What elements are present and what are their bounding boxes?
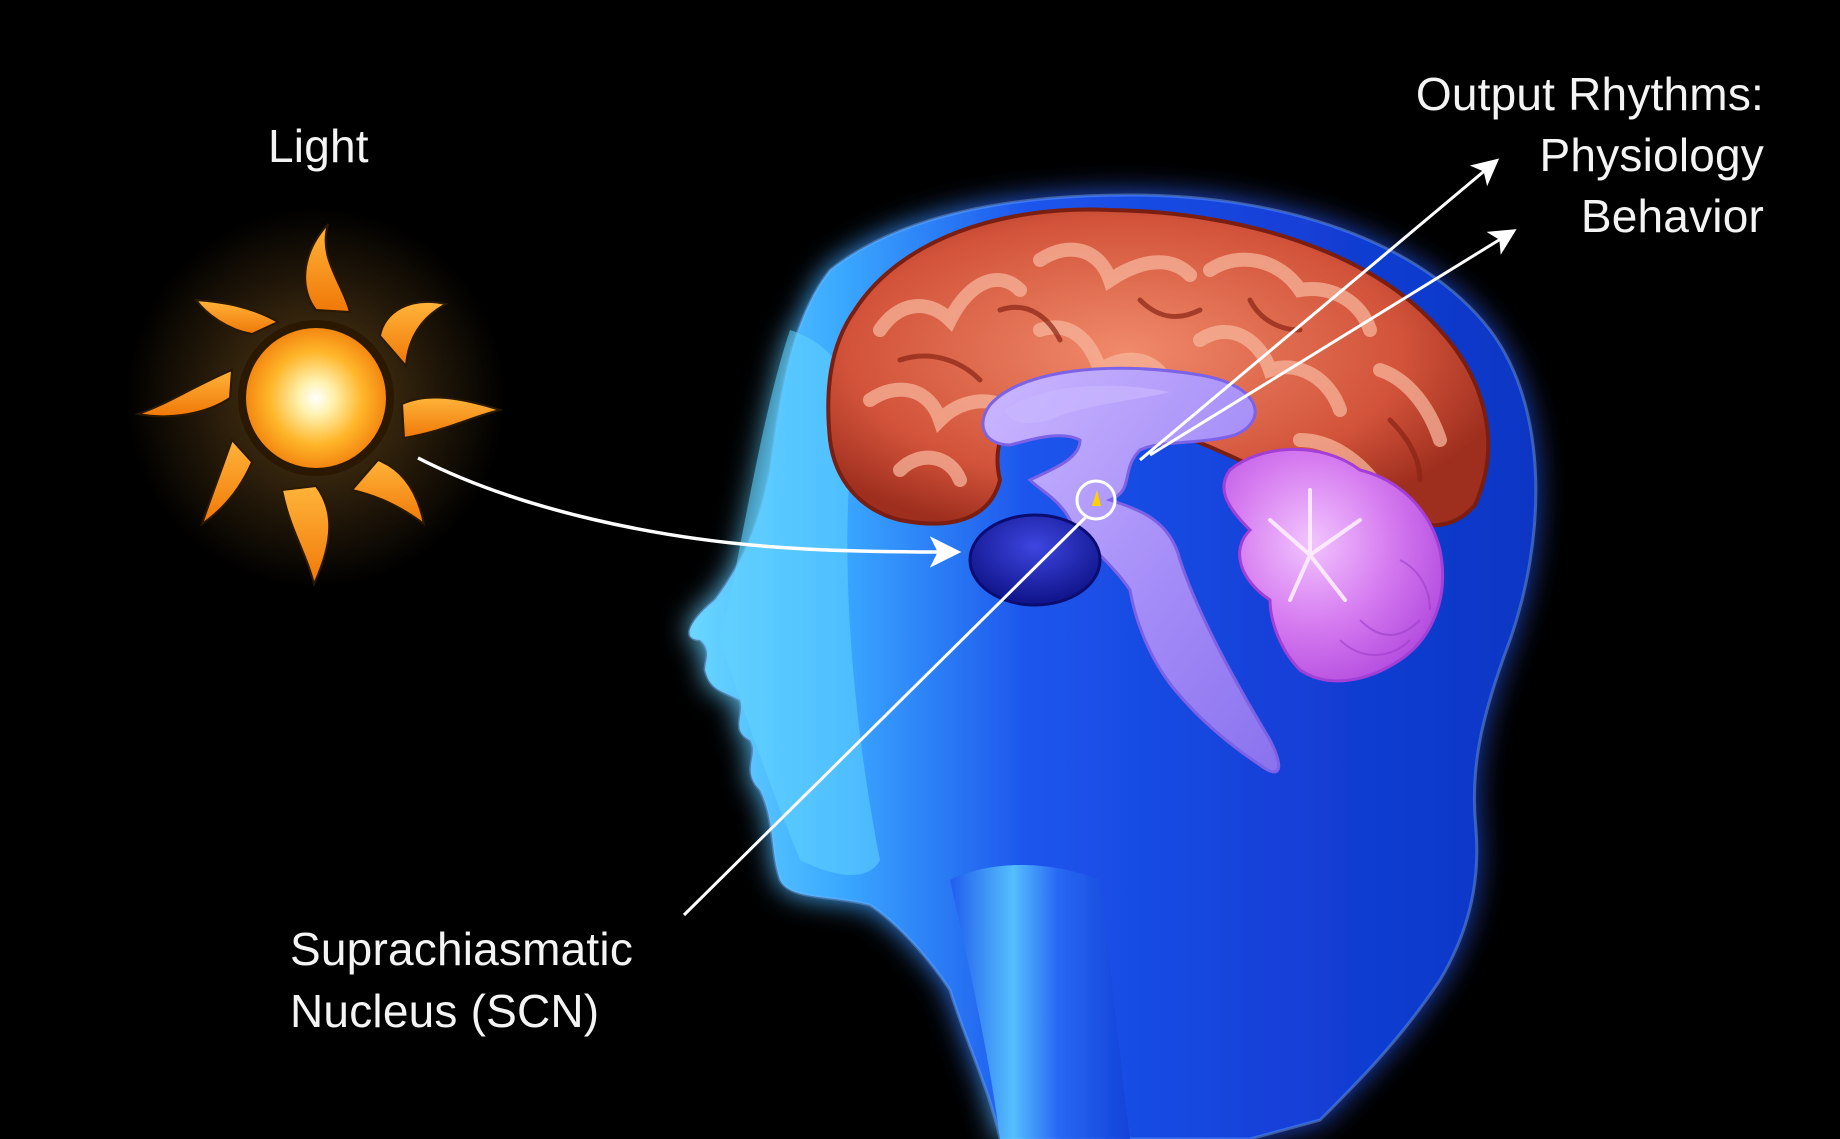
output-rhythms-title: Output Rhythms: [1415, 68, 1764, 120]
output-item-behavior: Behavior [1580, 190, 1764, 242]
brainstem [981, 366, 1281, 774]
pituitary-gland [968, 513, 1102, 607]
scn-label: Suprachiasmatic Nucleus (SCN) [290, 918, 633, 1042]
output-arrow-physiology [1139, 158, 1500, 462]
output-item-physiology: Physiology [1539, 129, 1764, 181]
light-pathway-arrow [417, 456, 962, 568]
output-rhythms-label: Output Rhythms: Physiology Behavior [1416, 64, 1764, 247]
scn-label-line2: Nucleus (SCN) [290, 985, 600, 1037]
sun-core [246, 328, 386, 468]
scn-label-line1: Suprachiasmatic [290, 923, 634, 975]
scn-marker [1075, 479, 1117, 521]
output-arrow-behavior [1149, 229, 1517, 457]
cerebellum [1222, 447, 1445, 683]
light-label: Light [268, 120, 369, 172]
sun-icon [126, 208, 506, 588]
scn-leader-line [682, 514, 1089, 917]
